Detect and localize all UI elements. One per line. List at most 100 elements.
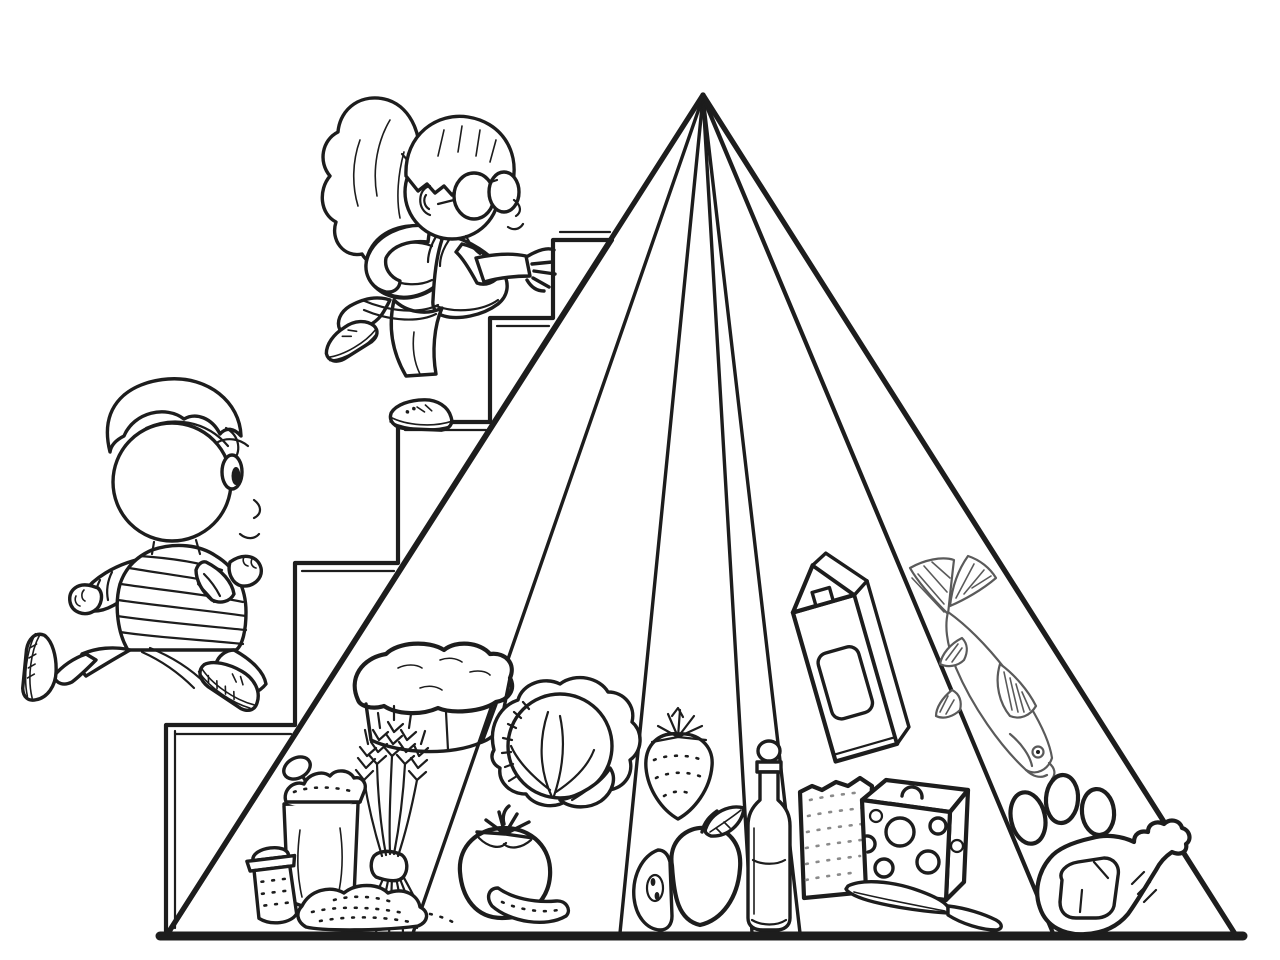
flour-sack — [282, 755, 367, 910]
strawberry-stem — [670, 706, 685, 719]
girl-front-shoe — [388, 398, 454, 432]
shaker-dots — [260, 877, 292, 907]
fish-fin — [938, 636, 968, 668]
ponytail-strands — [352, 119, 405, 219]
fist-knuckles — [74, 589, 86, 607]
butter-block — [797, 775, 875, 901]
tail-stripes — [955, 563, 992, 599]
boy-back-shoe — [21, 632, 58, 702]
cabbage-leaf-vein — [570, 772, 606, 802]
girl-nose-mouth — [506, 198, 525, 231]
apple-leaf-veins — [709, 809, 742, 835]
cheese-front — [859, 797, 953, 903]
bread-top — [352, 641, 515, 716]
fish-pupil — [1036, 750, 1040, 754]
apple-seed — [654, 892, 660, 900]
cheese-hole — [868, 808, 884, 824]
girl-left-arm — [364, 223, 432, 294]
oil-bottle — [746, 739, 792, 932]
boy-character — [21, 377, 268, 712]
bottle-body — [746, 770, 792, 932]
boy-back-fist — [68, 583, 104, 616]
boy-head — [111, 421, 233, 543]
strawberry-seeds — [652, 754, 708, 798]
pyramid-dividers — [411, 94, 1056, 936]
fin-stripes — [945, 643, 963, 663]
bottle-cork — [755, 760, 783, 774]
bottle-stopper — [756, 739, 782, 763]
cabbage-hatch — [500, 700, 531, 783]
ham-face-lines — [1078, 860, 1110, 914]
carton-bottom-line — [832, 736, 897, 756]
fish-gill — [1008, 732, 1034, 768]
fish-tail-upper — [948, 554, 998, 608]
bangs-hatch — [437, 125, 497, 163]
girl-trailing-shoe — [324, 319, 379, 363]
cabbage-head — [506, 692, 614, 800]
girl-waistband — [360, 298, 440, 321]
divider-oils-dairy — [701, 95, 802, 935]
pant-fold — [412, 331, 421, 375]
apple-seed — [650, 878, 656, 886]
swiss-cheese — [859, 777, 971, 903]
apple-body — [669, 825, 743, 928]
shaker-flange — [245, 853, 297, 873]
cheese-hole — [928, 816, 948, 836]
strawberry-crown — [650, 708, 708, 744]
apple-stem — [700, 809, 719, 834]
scatter-dots — [428, 912, 460, 927]
wheat-band — [369, 849, 409, 883]
bread-front — [364, 702, 498, 754]
boy-hair — [105, 377, 243, 454]
boy-nose-mouth — [238, 498, 262, 540]
leg-lines — [140, 646, 208, 690]
egg — [1008, 790, 1048, 846]
cheese-hole — [884, 816, 916, 848]
pyramid-left-edge — [165, 92, 706, 936]
knife-edge-line — [853, 891, 946, 912]
carton-label — [816, 644, 875, 721]
cheese-edge-hole — [864, 834, 877, 854]
divider-vegetables-fruits — [618, 95, 705, 935]
ham-shank-ridges — [1130, 870, 1158, 904]
tomato-wedge — [486, 886, 571, 924]
salt-shaker — [245, 845, 299, 925]
section-dairy — [790, 551, 1003, 932]
wedge-seeds — [500, 900, 560, 913]
pile-mound — [296, 883, 429, 932]
glasses-frame — [436, 178, 499, 206]
fin-stripes — [939, 695, 955, 715]
carton-spout — [810, 585, 835, 608]
cheese-hole — [915, 849, 941, 875]
girl-character — [320, 96, 557, 432]
shirt-stripes — [115, 554, 248, 646]
section-grains — [245, 641, 515, 936]
apple — [632, 805, 746, 932]
girl-neck — [464, 234, 482, 256]
knife-handle — [946, 904, 1003, 932]
pyramid — [155, 92, 1248, 941]
shaker-body — [252, 864, 299, 925]
butter-outline — [797, 775, 875, 901]
boy-neck — [150, 538, 202, 556]
girl-reaching-arm — [474, 252, 532, 284]
fish — [908, 554, 1056, 781]
tomato — [457, 804, 571, 924]
cheese-edge-hole — [900, 785, 924, 800]
strawberry — [644, 706, 714, 821]
ham-outline — [1035, 818, 1192, 937]
cheese-hole — [873, 857, 895, 879]
divider-fruits-oils — [701, 95, 754, 935]
wheat-stalks-top — [362, 754, 419, 858]
divider-dairy-protein — [700, 94, 1056, 936]
fish-fin — [934, 688, 962, 719]
fist-knuckles — [242, 556, 257, 569]
carton-roof — [810, 551, 869, 597]
knife — [844, 880, 1003, 932]
tomato-sepal-curves — [477, 836, 533, 849]
cheese-hole — [949, 838, 965, 854]
fin-stripes — [1003, 671, 1031, 713]
girl-hand-fingers — [525, 247, 557, 293]
section-fruits — [632, 706, 746, 932]
cabbage-veins — [509, 710, 596, 799]
